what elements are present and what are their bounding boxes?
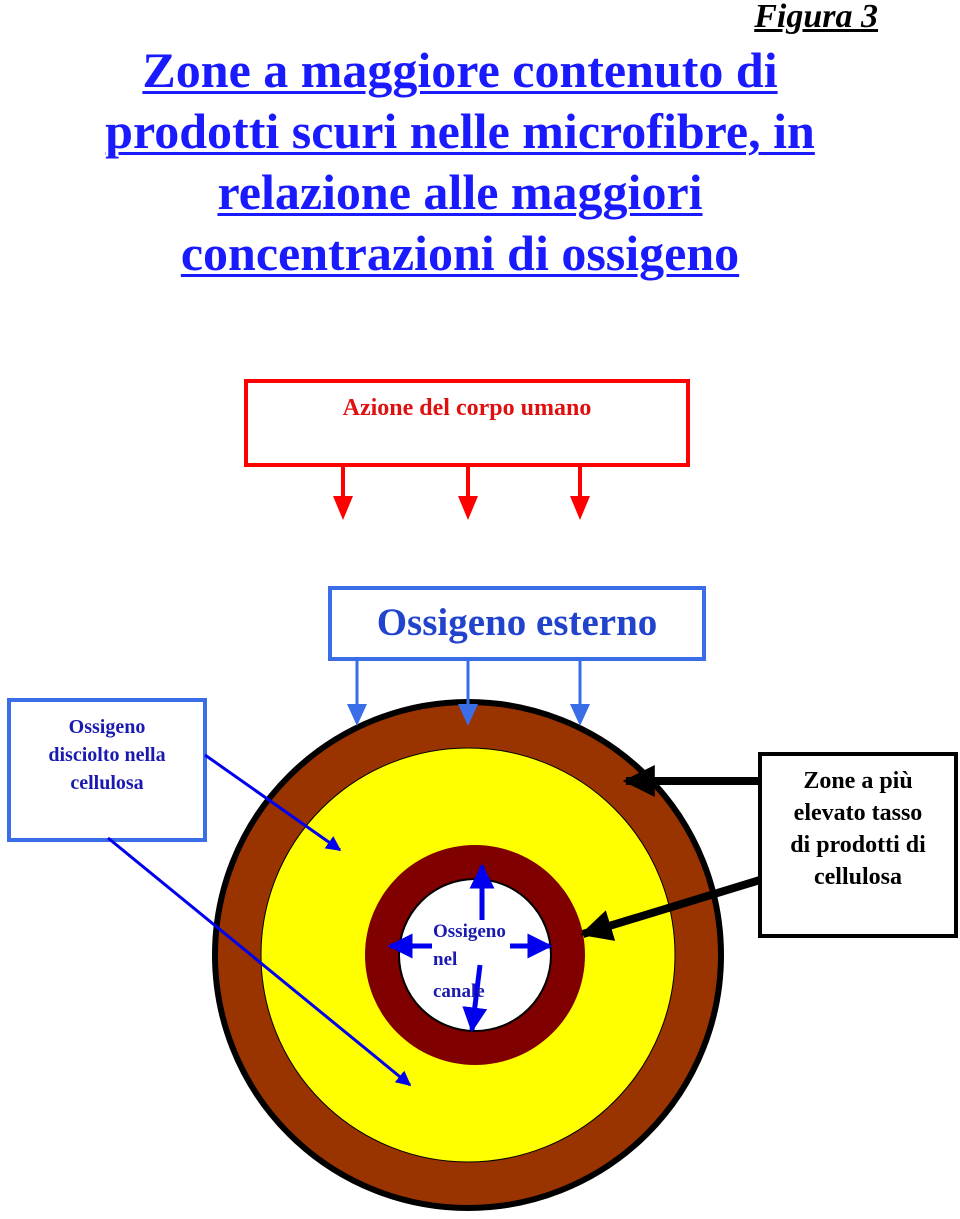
title-line: Zone a maggiore contenuto di xyxy=(142,42,778,98)
red-arrow-left-head xyxy=(333,496,353,520)
oxygen-arrow-center-head xyxy=(458,704,478,726)
title-line: prodotti scuri nelle microfibre, in xyxy=(105,103,815,159)
disciolto-line: disciolto nella xyxy=(48,744,166,766)
title-line: relazione alle maggiori xyxy=(217,164,703,220)
ossigeno-esterno-box xyxy=(328,586,706,661)
azione-label: Azione del corpo umano xyxy=(342,395,592,421)
zone-line: cellulosa xyxy=(814,864,902,890)
disciolto-line: Ossigeno xyxy=(68,716,146,738)
zone-line: Zone a più xyxy=(803,768,913,794)
oxygen-arrows xyxy=(347,661,590,726)
zone-box xyxy=(758,752,958,938)
canale-line: canale xyxy=(433,981,485,1002)
red-arrow-right-head xyxy=(570,496,590,520)
zone-line: elevato tasso xyxy=(793,800,923,826)
zone-label: Zone a più elevato tasso di prodotti di … xyxy=(760,765,956,893)
disciolto-arrow-lower xyxy=(107,836,412,1087)
canale-line: nel xyxy=(433,949,458,970)
disciolto-label: Ossigeno disciolto nella cellulosa xyxy=(10,713,204,797)
canale-arrow-down xyxy=(462,964,488,1033)
page-title: Zone a maggiore contenuto di prodotti sc… xyxy=(40,40,880,284)
title-line: concentrazioni di ossigeno xyxy=(180,225,740,281)
disciolto-line: cellulosa xyxy=(70,772,144,794)
red-arrow-center-head xyxy=(458,496,478,520)
oxygen-arrow-left-head xyxy=(347,704,367,726)
zone-arrow-inner xyxy=(579,876,762,941)
zone-line: di prodotti di xyxy=(790,832,926,858)
azione-box xyxy=(244,379,690,467)
canale-line: Ossigeno xyxy=(433,921,506,942)
canale-label: Ossigeno nel canale xyxy=(433,918,506,1006)
oxygen-arrow-right-head xyxy=(570,704,590,726)
red-arrows xyxy=(333,467,590,520)
disciolto-box xyxy=(7,698,207,842)
canale-arrows xyxy=(387,863,553,1033)
figure-label: Figura 3 xyxy=(754,0,878,35)
ossigeno-esterno-label: Ossigeno esterno xyxy=(376,601,658,644)
disciolto-arrow-upper xyxy=(204,753,342,852)
